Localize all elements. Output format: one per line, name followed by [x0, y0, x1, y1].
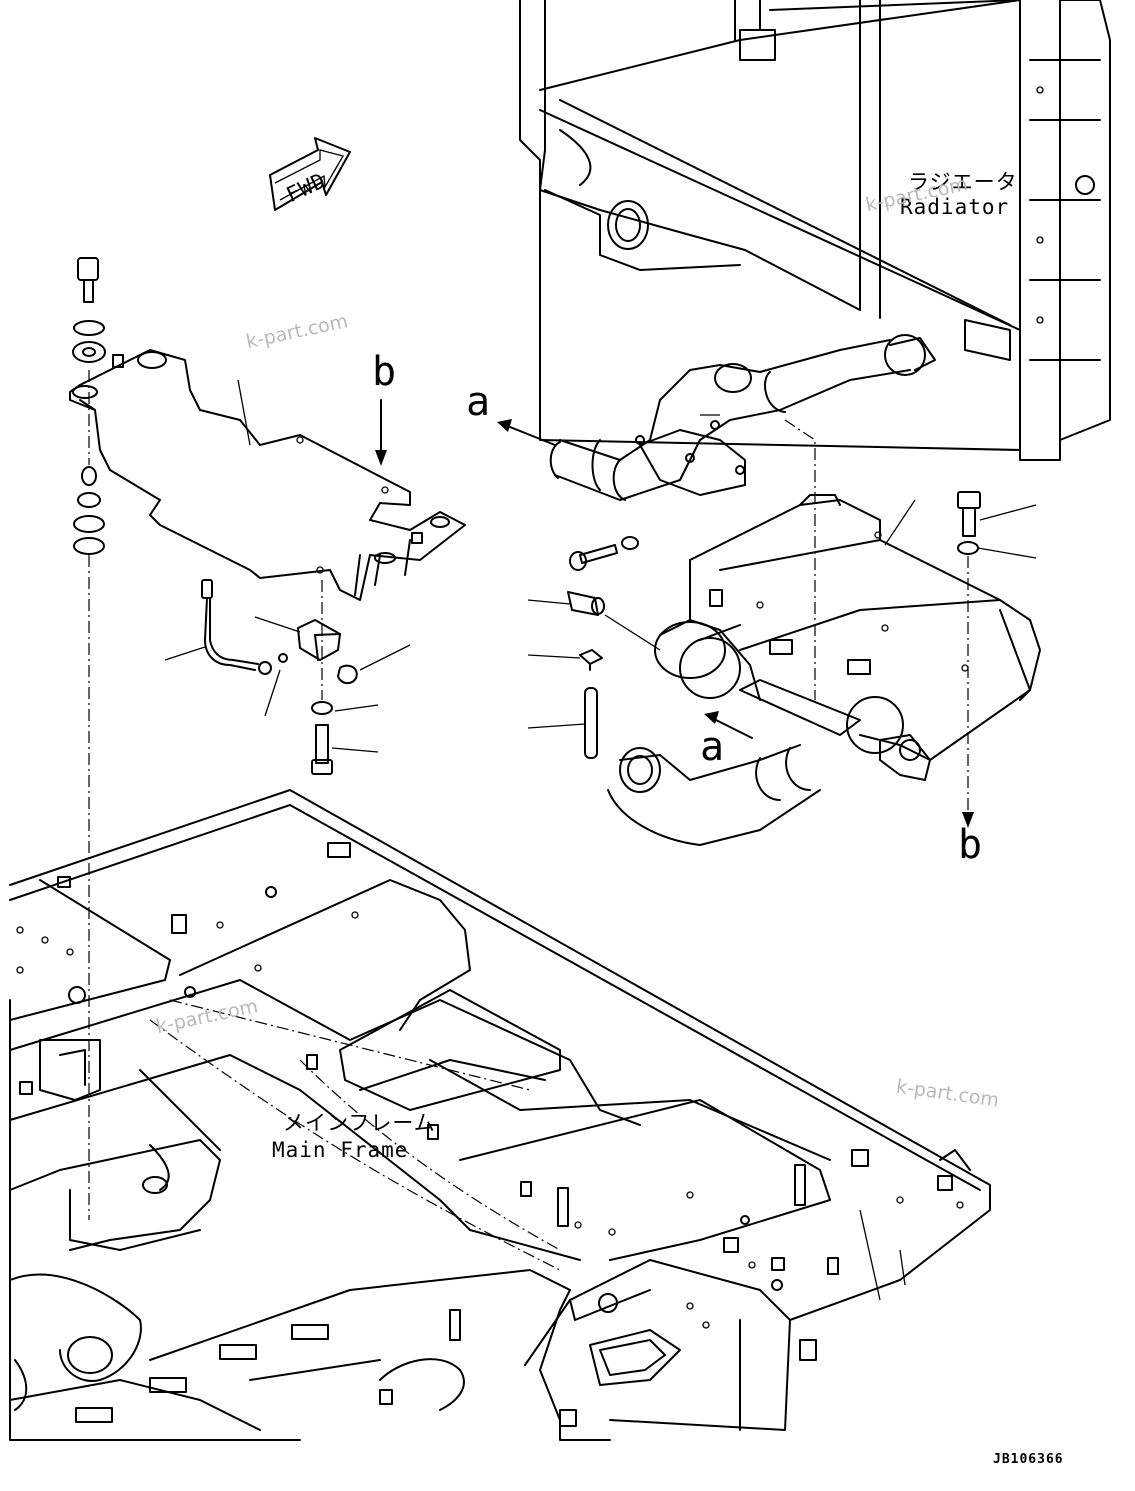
relay-block: [297, 619, 358, 684]
bolt-right: [957, 491, 981, 555]
watermark-1: k-part.com: [244, 310, 350, 353]
drawing-id: JB106366: [993, 1452, 1064, 1467]
ref-a-lower: a: [700, 724, 724, 770]
hose-lower: [607, 744, 821, 846]
radiator-label-jp: ラジエータ: [908, 170, 1018, 194]
watermark-4: k-part.com: [895, 1076, 1001, 1112]
main-frame-label-en: Main Frame: [272, 1138, 408, 1162]
ref-a-upper: a: [466, 379, 490, 425]
radiator-assembly: [519, 0, 1111, 461]
ref-b-upper: b: [372, 349, 396, 395]
cooler-unit: [654, 494, 1041, 781]
main-frame: [9, 789, 991, 1441]
main-frame-label-jp: メインフレーム: [283, 1111, 436, 1135]
sensor-fitting: [567, 591, 605, 616]
bolt-top-left: [72, 257, 106, 555]
nut-fitting: [579, 649, 603, 671]
mounting-bracket: [69, 349, 466, 601]
pin-rod: [584, 687, 598, 759]
ground-wire: [201, 579, 288, 675]
bolt-right-small: [569, 536, 639, 571]
fwd-label: FWD: [283, 168, 330, 207]
bolt-lower-left: [311, 724, 333, 775]
radiator-label-en: Radiator: [900, 195, 1009, 219]
fwd-direction-arrow: FWD: [269, 137, 351, 211]
ref-b-lower: b: [958, 822, 982, 868]
hose-upper: [549, 334, 936, 501]
